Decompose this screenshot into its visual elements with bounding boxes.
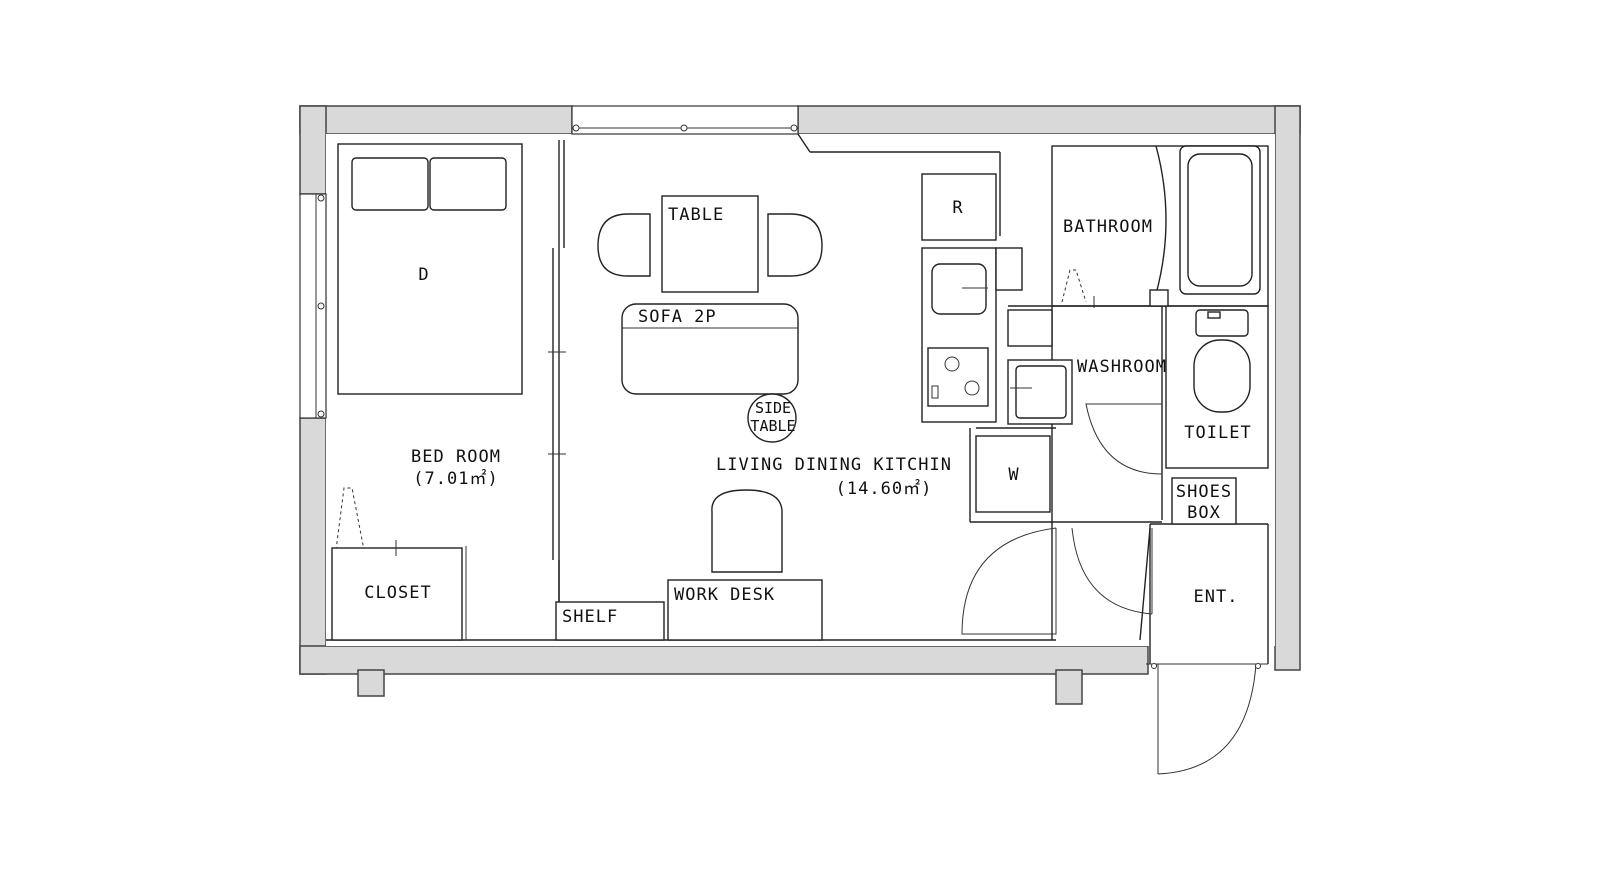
bathroom-name: BATHROOM <box>1063 217 1153 237</box>
washroom-name: WASHROOM <box>1077 357 1167 377</box>
refrigerator-label: R <box>952 198 963 218</box>
cooktop <box>927 347 989 407</box>
ldk-area: (14.60㎡) <box>836 479 933 499</box>
bath-fixture <box>1061 269 1087 303</box>
entrance-name: ENT. <box>1194 587 1239 607</box>
shoes-box: SHOES BOX <box>1171 477 1237 525</box>
bed-label: D <box>418 265 429 285</box>
window-left <box>299 193 327 419</box>
side-table: SIDE TABLE <box>747 393 797 443</box>
wash-basin <box>1007 359 1073 425</box>
washer: W <box>975 435 1051 513</box>
shelf: SHELF <box>555 601 665 641</box>
shelf-label: SHELF <box>562 607 618 627</box>
dining-table: TABLE <box>661 195 759 293</box>
side-table-label-2: TABLE <box>750 417 795 435</box>
desk-chair <box>711 489 783 573</box>
table-label: TABLE <box>668 205 724 225</box>
sofa-label: SOFA 2P <box>638 307 717 327</box>
bed: D <box>337 143 523 395</box>
bedroom-name: BED ROOM <box>411 447 501 467</box>
bathtub <box>1155 145 1261 295</box>
chair-right <box>767 213 823 277</box>
toilet-name: TOILET <box>1184 423 1251 443</box>
side-table-label-1: SIDE <box>755 399 791 417</box>
sofa: SOFA 2P <box>621 303 799 395</box>
toilet-fixture <box>1193 309 1251 413</box>
closet: CLOSET <box>331 540 467 641</box>
shoes-box-label-1: SHOES <box>1176 482 1232 502</box>
washer-label: W <box>1008 465 1019 485</box>
work-desk-label: WORK DESK <box>674 585 775 605</box>
outer-walls <box>299 105 1301 705</box>
ldk-name: LIVING DINING KITCHIN <box>716 455 952 475</box>
refrigerator: R <box>921 173 997 241</box>
closet-label: CLOSET <box>364 583 431 603</box>
door-swings <box>961 527 1268 775</box>
floor-lamp <box>335 487 365 551</box>
bedroom-area: (7.01㎡) <box>413 469 498 489</box>
chair-left <box>597 213 651 277</box>
work-desk: WORK DESK <box>667 579 823 641</box>
washroom-door-swing <box>1085 403 1163 475</box>
shoes-box-label-2: BOX <box>1187 503 1221 523</box>
window-top <box>571 105 799 135</box>
